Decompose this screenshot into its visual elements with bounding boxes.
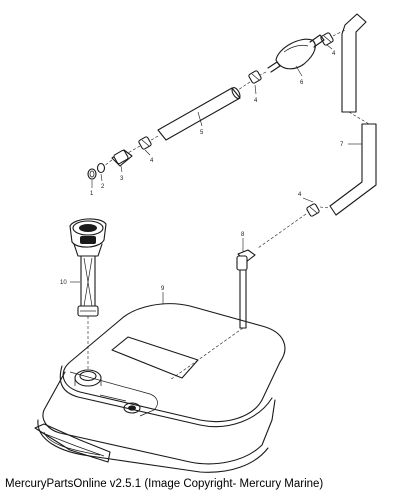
- callout-5: 5: [200, 130, 204, 136]
- callout-8: 8: [241, 232, 245, 238]
- callout-4a: 4: [150, 158, 154, 164]
- callout-7: 7: [340, 142, 344, 148]
- image-caption: MercuryPartsOnline v2.5.1 (Image Copyrig…: [5, 478, 324, 490]
- callout-6: 6: [300, 80, 304, 86]
- hose-fitting-upper: [237, 70, 262, 91]
- hose-fitting-lower: [257, 203, 331, 249]
- fuel-tank: [34, 303, 286, 473]
- hose-fitting-top: [320, 29, 346, 46]
- callout-10: 10: [60, 280, 67, 286]
- hose-right: [329, 13, 377, 216]
- callout-1: 1: [90, 191, 94, 197]
- o-ring: [96, 162, 106, 174]
- hose-fitting-middle: [127, 136, 152, 154]
- callout-4d: 4: [298, 192, 302, 198]
- callout-4c: 4: [332, 51, 336, 57]
- filler-cap-gauge-assembly: [69, 218, 107, 370]
- clip: [87, 168, 97, 180]
- primer-bulb: [257, 34, 325, 77]
- callouts: 1 2 3 4 4 4 4 5 6 7 8 9 10: [60, 44, 362, 304]
- hose-5: [147, 87, 241, 143]
- pickup-tube: [169, 249, 256, 381]
- callout-2: 2: [101, 184, 105, 190]
- callout-3: 3: [120, 176, 124, 182]
- callout-4b: 4: [254, 98, 258, 104]
- connector: [103, 149, 133, 167]
- callout-9: 9: [161, 286, 165, 292]
